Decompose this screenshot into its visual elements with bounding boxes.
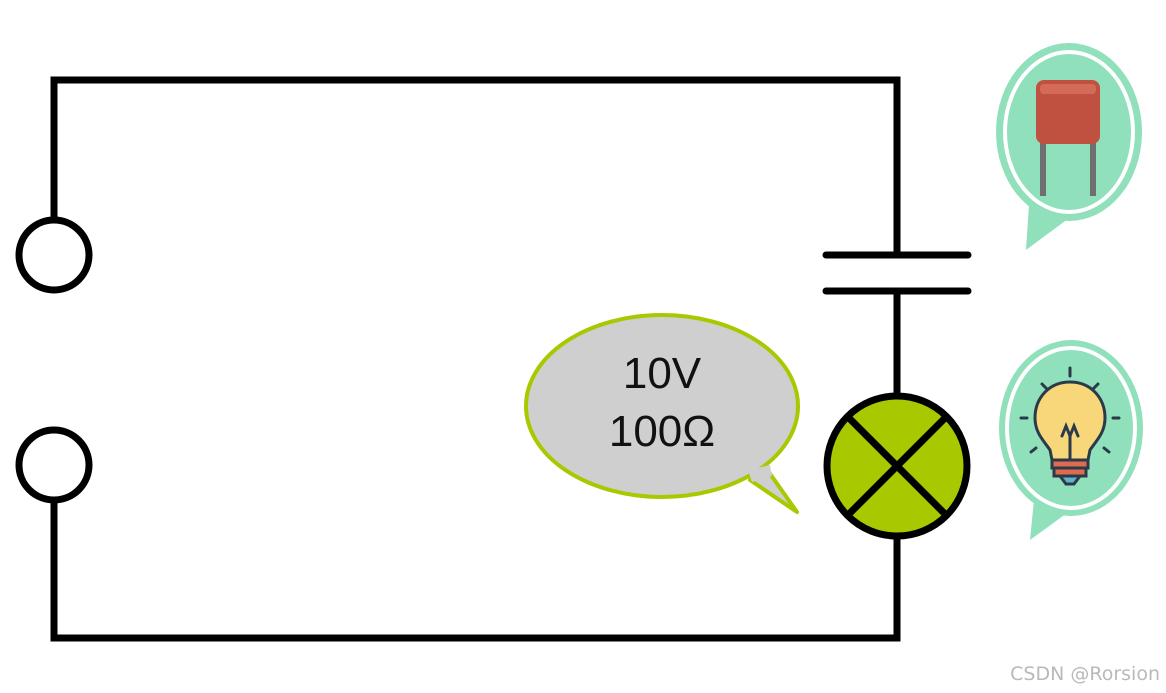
circuit-wires	[50, 76, 901, 642]
bottom-wire	[50, 496, 901, 642]
top-wire	[50, 76, 901, 259]
light-bulb-icon	[1019, 366, 1121, 486]
callout-resistance: 100Ω	[609, 407, 715, 456]
callout-bubble: 10V 100Ω	[524, 313, 800, 514]
lamp-symbol	[823, 392, 971, 540]
terminal-top	[15, 216, 93, 294]
bulb-badge	[999, 340, 1143, 540]
callout-voltage: 10V	[623, 349, 702, 398]
capacitor-icon	[1036, 80, 1100, 196]
capacitor-symbol	[822, 251, 972, 295]
terminal-bottom	[15, 426, 93, 504]
capacitor-badge	[996, 43, 1142, 250]
watermark: CSDN @Rorsion	[1010, 663, 1160, 685]
